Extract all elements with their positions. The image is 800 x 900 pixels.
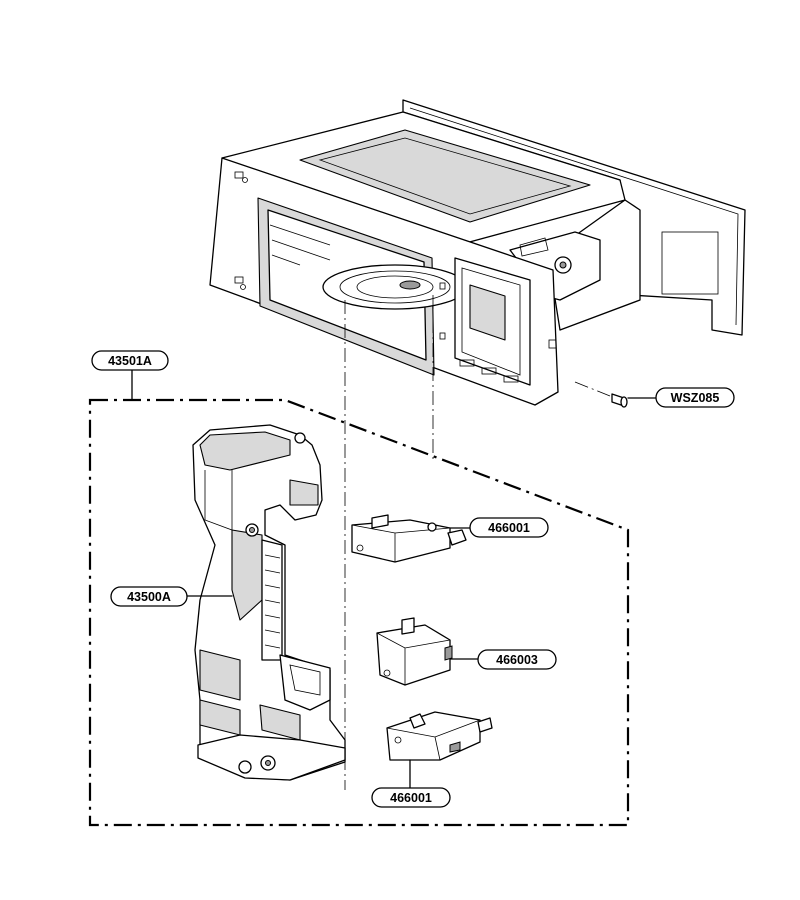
oven-cavity: [209, 99, 746, 406]
callout-assembly: 43501A: [91, 350, 169, 371]
svg-text:466001: 466001: [488, 521, 530, 535]
callout-screw: WSZ085: [655, 387, 735, 408]
screw-icon: [574, 381, 628, 408]
svg-text:43501A: 43501A: [108, 354, 152, 368]
callout-switch-middle: 466003: [477, 649, 557, 670]
microswitch-middle: [376, 617, 453, 686]
microswitch-bottom: [386, 711, 493, 761]
svg-text:466003: 466003: [496, 653, 538, 667]
microswitch-top: [351, 514, 467, 563]
callout-bracket: 43500A: [110, 586, 188, 607]
svg-text:43500A: 43500A: [127, 590, 171, 604]
callout-switch-bottom: 466001: [371, 787, 451, 808]
callout-switch-top: 466001: [469, 517, 549, 538]
svg-text:466001: 466001: [390, 791, 432, 805]
svg-text:WSZ085: WSZ085: [671, 391, 720, 405]
latch-bracket: [192, 424, 346, 781]
assembly-boundary: [88, 398, 630, 827]
